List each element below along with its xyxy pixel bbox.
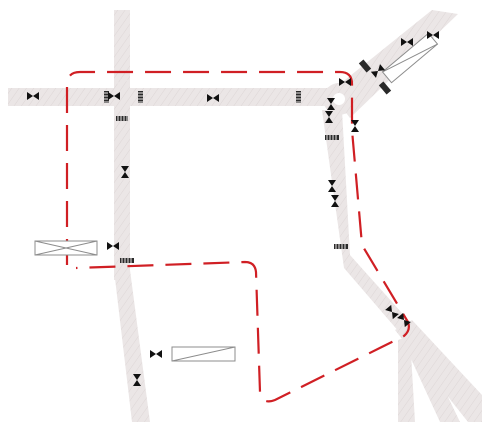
bowtie-arrow-icon (27, 92, 39, 100)
bowtie-arrow-icon (339, 78, 351, 86)
zebra-crossing-icon (138, 91, 143, 103)
bus-stop-platform-icon (34, 240, 98, 256)
bowtie-arrow-icon (107, 242, 119, 250)
direction-markers (27, 31, 439, 386)
zebra-crossing-icon (334, 244, 348, 249)
route-line (65, 70, 410, 403)
bowtie-arrow-icon (401, 38, 413, 46)
bowtie-arrow-icon (385, 304, 399, 320)
zebra-crossing-icon (116, 116, 128, 121)
roundabout-island (333, 93, 345, 105)
zebra-crossing-icon (296, 91, 301, 103)
bus-route (65, 70, 410, 403)
zebra-crossing-icon (104, 91, 109, 103)
platforms (34, 32, 439, 362)
bowtie-arrow-icon (108, 92, 120, 100)
road-southeast-c (398, 336, 415, 422)
zebra-crossing-icon (358, 59, 372, 73)
bowtie-arrow-icon (133, 374, 141, 386)
bowtie-arrow-icon (370, 64, 386, 78)
zebra-crossing-icon (378, 81, 392, 95)
bowtie-arrow-icon (328, 180, 336, 192)
bowtie-arrow-icon (207, 94, 219, 102)
bowtie-arrow-icon (325, 111, 333, 123)
bus-stop-platform-icon (381, 32, 439, 84)
bowtie-arrow-icon (331, 195, 339, 207)
bus-stop-platform-icon (171, 346, 236, 362)
zebra-crossing-icon (120, 258, 134, 263)
road-vertical-left-lower (114, 270, 150, 422)
road-vertical-left-upper (114, 10, 130, 280)
bowtie-arrow-icon (351, 120, 359, 132)
bowtie-arrow-icon (397, 312, 411, 328)
bowtie-arrow-icon (150, 350, 162, 358)
road-horizontal-main (8, 88, 348, 106)
crosswalk-stripes (104, 79, 346, 263)
road-southeast-b (400, 328, 460, 422)
bowtie-arrow-icon (327, 98, 335, 110)
bowtie-arrow-icon (121, 166, 129, 178)
crosswalks (104, 59, 392, 263)
zebra-crossing-icon (325, 135, 339, 140)
bowtie-arrow-icon (427, 31, 439, 39)
road-vertical-right (322, 110, 410, 333)
